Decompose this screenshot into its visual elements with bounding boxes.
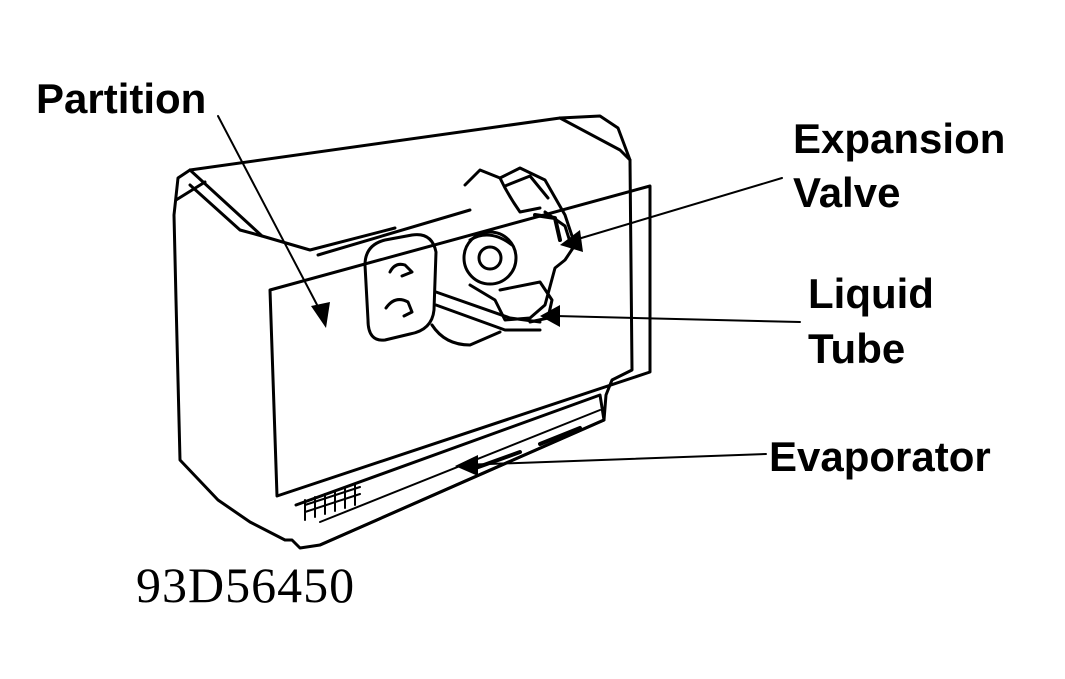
partition-leader-line — [217, 115, 326, 321]
liquid-tube-leader-line — [555, 315, 801, 323]
evaporator-fin-bars — [304, 486, 361, 513]
figure-number: 93D56450 — [136, 557, 356, 613]
evaporator-fins — [304, 483, 356, 521]
valve-fitting-outer — [462, 230, 518, 286]
liquid-tube-label-line2: Tube — [808, 325, 906, 372]
valve-fitting-rim — [468, 233, 514, 247]
liquid-tube — [434, 290, 542, 332]
evaporator-label: Evaporator — [769, 433, 991, 480]
evaporator-base — [294, 393, 606, 547]
evaporator-leader-line — [461, 453, 767, 466]
evaporator-dash-2 — [538, 426, 582, 446]
valve-slot — [533, 213, 562, 242]
valve-fitting-inner — [477, 245, 503, 271]
housing-left-fold — [174, 180, 207, 202]
expansion-valve-leader-line — [567, 177, 783, 243]
housing-left-face — [188, 183, 264, 238]
liquid-tube-arrowhead — [540, 305, 560, 327]
valve-collar — [498, 176, 542, 214]
mounting-hole-1 — [388, 262, 414, 278]
liquid-tube-label-line1: Liquid — [808, 270, 934, 317]
housing-top-rear — [316, 208, 472, 257]
leader-lines — [217, 115, 801, 466]
expansion-valve-label-line2: Valve — [793, 169, 901, 216]
mounting-hole-2 — [384, 298, 414, 318]
housing-top-edge — [188, 168, 397, 252]
expansion-valve-arrowhead — [560, 230, 583, 252]
partition-label: Partition — [36, 75, 207, 122]
valve-body — [463, 166, 577, 322]
tube-nut — [498, 280, 554, 324]
valve-top — [503, 174, 550, 200]
housing-top-rim — [558, 116, 632, 162]
partition-panel — [268, 184, 652, 498]
liquid-tube-lower — [430, 323, 502, 347]
evaporator-arrowhead — [455, 455, 478, 476]
mounting-plate — [363, 233, 438, 342]
evaporator-dash-1 — [468, 450, 522, 472]
arrowheads — [311, 230, 583, 476]
housing-outline — [172, 114, 634, 550]
expansion-valve-label-line1: Expansion — [793, 115, 1006, 162]
partition-arrowhead — [311, 302, 330, 328]
